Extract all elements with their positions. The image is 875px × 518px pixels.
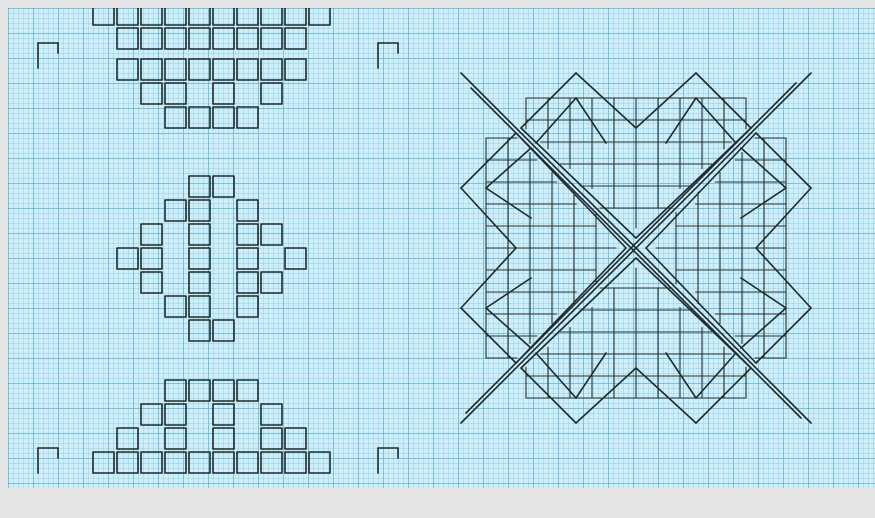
star-arm [461,98,626,398]
ink-square [189,224,210,245]
ink-square [165,83,186,104]
ink-square [261,8,282,25]
ink-square [285,248,306,269]
ink-stroke [646,133,756,248]
ink-square [213,28,234,49]
ink-square [237,224,258,245]
ink-square [141,452,162,473]
ink-square [117,248,138,269]
ink-square [165,296,186,317]
ink-square [117,428,138,449]
ink-square [141,248,162,269]
ink-stroke [521,128,636,238]
ink-square [309,452,330,473]
ink-square [189,200,210,221]
ink-square [189,380,210,401]
ink-square [189,107,210,128]
ink-square [165,452,186,473]
ink-square [261,452,282,473]
ink-stroke [636,128,751,238]
ink-square [189,248,210,269]
ink-stroke [521,258,636,368]
ink-square [261,28,282,49]
ink-square [165,59,186,80]
ink-square [165,428,186,449]
ink-square [189,59,210,80]
ink-stroke [646,248,756,363]
ink-square [261,272,282,293]
ink-square [213,83,234,104]
ink-square [237,452,258,473]
ink-square [285,8,306,25]
ink-square [213,8,234,25]
ink-square [213,404,234,425]
ink-square [237,59,258,80]
ink-square [213,176,234,197]
ink-square [237,8,258,25]
ink-square [189,272,210,293]
ink-square [237,272,258,293]
ink-square [141,83,162,104]
ink-square [261,428,282,449]
ink-square [117,59,138,80]
ink-square [285,452,306,473]
ink-square [261,224,282,245]
ink-square [309,8,330,25]
four-arm-star-motif [461,73,811,423]
ink-stroke [636,258,751,368]
ink-square [213,320,234,341]
ink-stroke [516,133,626,248]
ink-square [189,452,210,473]
ink-square [189,296,210,317]
graph-paper [8,8,875,488]
ink-square [213,59,234,80]
ink-square [261,59,282,80]
ink-square [237,296,258,317]
ink-square [141,28,162,49]
ink-square [117,8,138,25]
ink-square [165,404,186,425]
ink-square [237,28,258,49]
ink-square [141,59,162,80]
ink-drawing [8,8,875,488]
ink-square [213,452,234,473]
ink-square [165,28,186,49]
ink-square [93,8,114,25]
ink-square [285,59,306,80]
ink-square [165,8,186,25]
ink-square [117,28,138,49]
stepped-diamond-column [38,8,398,473]
ink-square [237,107,258,128]
ink-square [165,380,186,401]
ink-square [213,107,234,128]
ink-square [189,176,210,197]
ink-square [165,107,186,128]
ink-square [93,452,114,473]
ink-square [213,380,234,401]
ink-square [141,404,162,425]
star-arm [646,98,811,398]
ink-square [237,380,258,401]
ink-square [117,452,138,473]
ink-square [165,200,186,221]
ink-square [285,428,306,449]
ink-square [141,224,162,245]
star-arm [486,73,786,238]
ink-square [141,8,162,25]
ink-square [141,272,162,293]
ink-square [285,28,306,49]
ink-square [189,28,210,49]
ink-stroke [516,248,626,363]
ink-square [189,320,210,341]
ink-square [261,83,282,104]
ink-square [189,8,210,25]
ink-square [237,200,258,221]
ink-square [237,248,258,269]
star-arm [486,258,786,423]
ink-square [213,428,234,449]
ink-square [261,404,282,425]
